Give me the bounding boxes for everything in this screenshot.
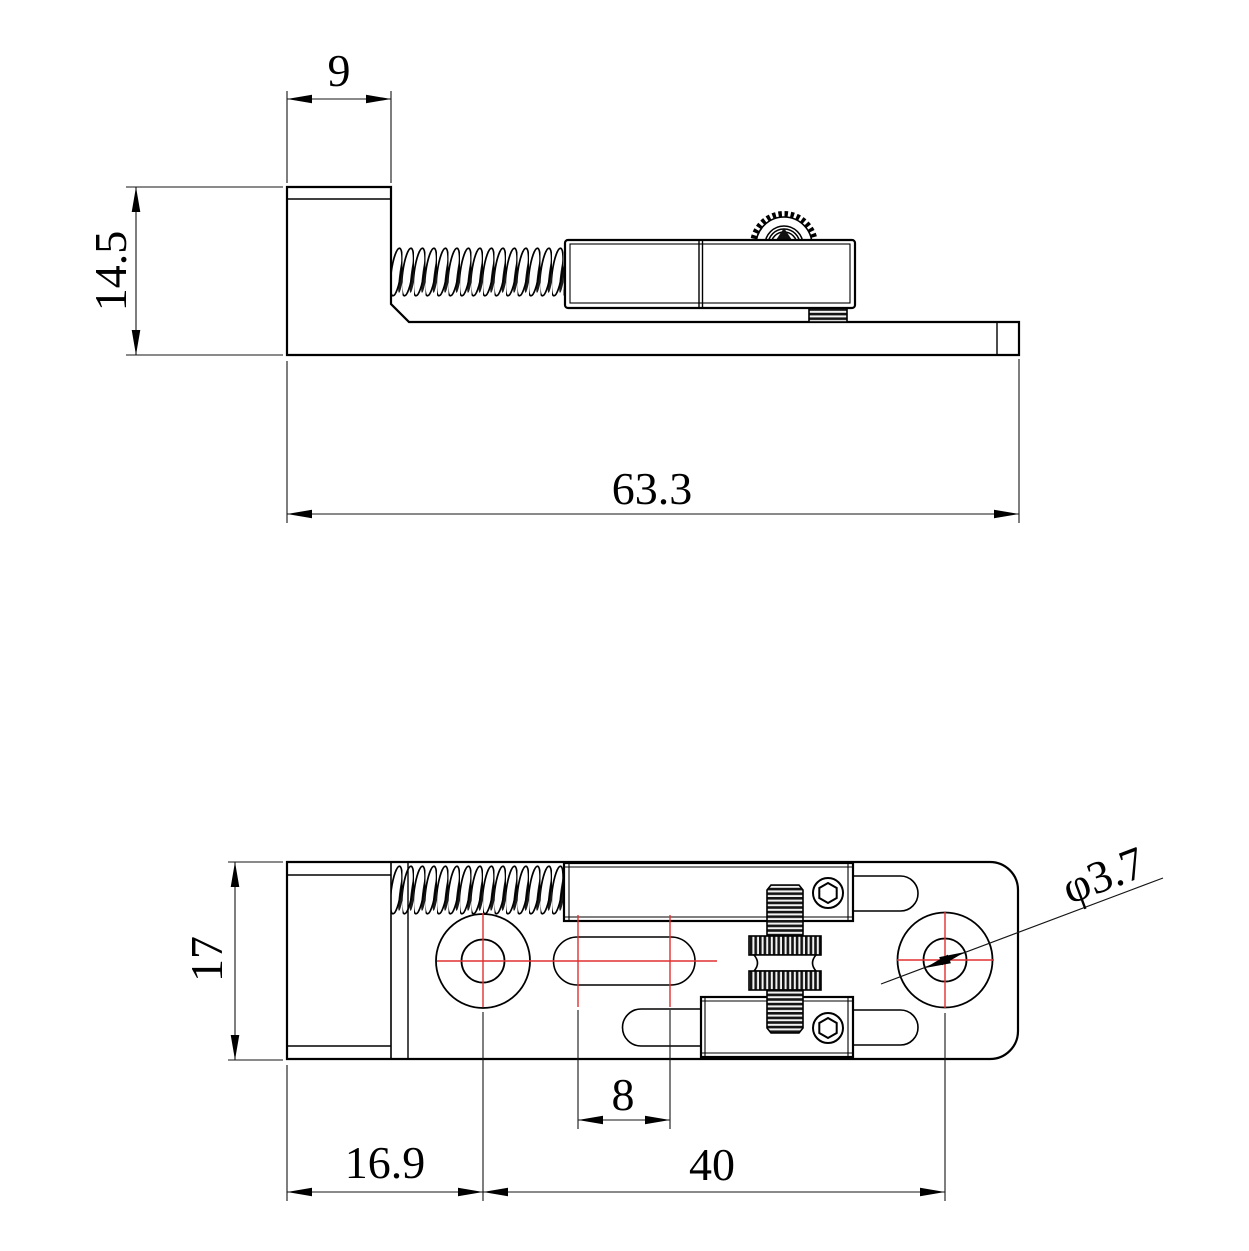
lower-right-slot bbox=[852, 1009, 919, 1046]
upper-block-plan-view bbox=[562, 861, 855, 923]
spring-plan-view bbox=[391, 864, 563, 916]
plan-view bbox=[285, 860, 1020, 1061]
side-view bbox=[285, 185, 1021, 357]
upper-right-slot bbox=[852, 875, 919, 912]
side-view-body-outline bbox=[285, 185, 1021, 357]
dim-overall-length-label: 63.3 bbox=[612, 463, 693, 514]
dimension-labels: 9 14.5 63.3 17 16.9 40 8 φ3.7 bbox=[85, 45, 1152, 1190]
dim-hole-diameter-label: φ3.7 bbox=[1055, 836, 1152, 913]
hex-socket-screw-upper bbox=[812, 877, 844, 909]
dim-slot-distance-label: 8 bbox=[612, 1069, 635, 1120]
middle-slot bbox=[552, 936, 696, 986]
threaded-stub-side-view bbox=[808, 307, 848, 323]
dim-plate-width-label: 17 bbox=[181, 936, 232, 982]
knurled-nut-waist bbox=[752, 954, 818, 972]
dim-height-label: 14.5 bbox=[85, 231, 136, 312]
dim-top-width-label: 9 bbox=[328, 45, 351, 96]
dimension-arrows bbox=[131, 94, 1019, 1197]
spring-side-view bbox=[391, 246, 564, 298]
dim-hole-offset-label: 16.9 bbox=[345, 1137, 426, 1188]
hex-socket-screw-lower bbox=[812, 1012, 844, 1044]
adjusting-screw bbox=[748, 884, 822, 1034]
dim-hole-distance-label: 40 bbox=[689, 1139, 735, 1190]
knurled-nut-bottom bbox=[748, 970, 822, 991]
knurled-nut-top bbox=[748, 935, 822, 956]
slider-block-side-view bbox=[563, 238, 857, 310]
lower-left-slot bbox=[621, 1008, 704, 1047]
